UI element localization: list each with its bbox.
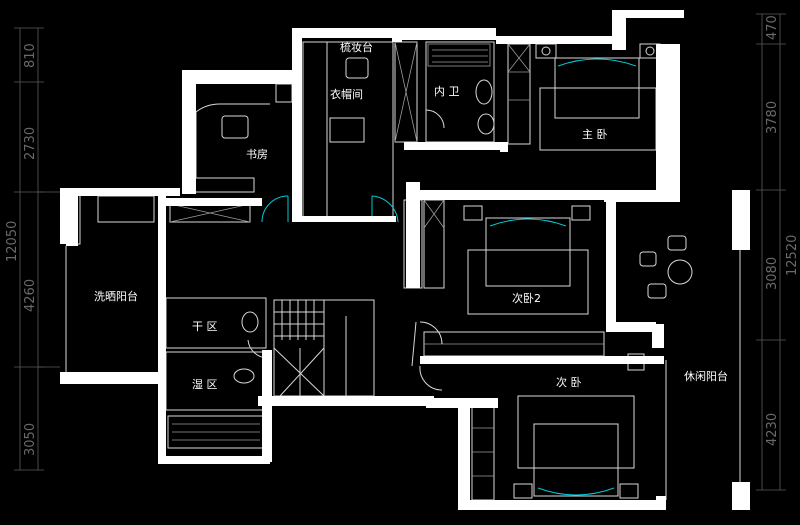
left-dimension-lines <box>14 27 60 471</box>
dim-right-0: 470 <box>765 15 780 40</box>
dim-right-1: 3780 <box>765 101 780 134</box>
label-cloakroom: 衣帽间 <box>330 87 363 101</box>
dim-right-2: 12520 <box>785 235 800 276</box>
right-dimensions: 470 3780 12520 3080 4230 <box>765 15 800 446</box>
furniture-lines <box>65 41 741 501</box>
dim-right-4: 4230 <box>765 413 780 446</box>
label-dressing-table: 梳妆台 <box>340 40 373 54</box>
label-study: 书房 <box>246 148 268 161</box>
label-leisure-balcony: 休闲阳台 <box>684 369 728 383</box>
right-dimension-lines <box>756 13 786 491</box>
label-master-bedroom: 主 卧 <box>582 128 608 141</box>
dim-left-2: 12050 <box>5 221 20 262</box>
label-wet-zone: 湿 区 <box>192 378 218 391</box>
label-dry-zone: 干 区 <box>192 320 218 333</box>
room-labels: 梳妆台 衣帽间 内 卫 主 卧 书房 洗晒阳台 次卧2 干 区 湿 区 次 卧 … <box>94 40 728 391</box>
walls <box>60 10 750 510</box>
left-dimensions: 810 2730 12050 4260 3050 <box>5 43 38 456</box>
label-laundry-balcony: 洗晒阳台 <box>94 289 138 303</box>
dim-left-4: 3050 <box>23 423 38 456</box>
label-second-bedroom: 次 卧 <box>556 375 582 389</box>
dim-right-3: 3080 <box>765 257 780 290</box>
dim-left-3: 4260 <box>23 279 38 312</box>
label-second-bedroom-2: 次卧2 <box>512 291 541 305</box>
dim-left-0: 810 <box>23 43 38 68</box>
dim-left-1: 2730 <box>23 127 38 160</box>
label-inner-bathroom: 内 卫 <box>434 84 460 98</box>
